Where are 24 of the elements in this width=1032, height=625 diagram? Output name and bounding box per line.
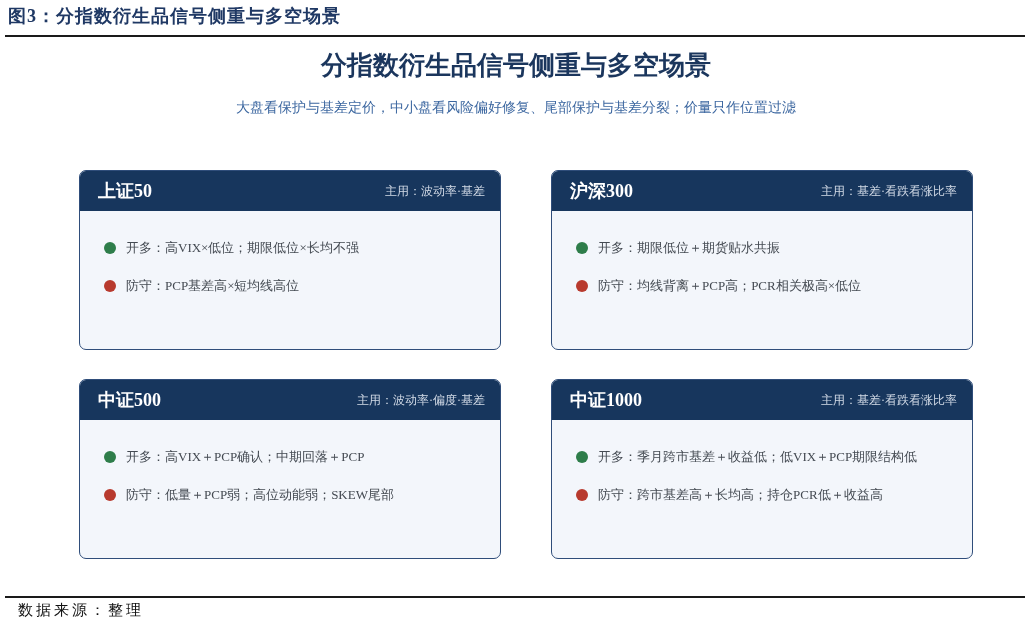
signal-text: 防守：低量＋PCP弱；高位动能弱；SKEW尾部 (126, 487, 394, 503)
card-title: 中证1000 (570, 391, 642, 409)
primary-indicators-text: 主用：波动率·偏度·基差 (357, 394, 485, 406)
signal-text: 防守：PCP基差高×短均线高位 (126, 278, 300, 294)
card-title: 上证50 (98, 182, 152, 200)
signal-text: 开多：高VIX＋PCP确认；中期回落＋PCP (126, 449, 365, 465)
primary-indicators-text: 主用：基差·看跌看涨比率 (821, 185, 957, 197)
diagram-title: 分指数衍生品信号侧重与多空场景 (319, 50, 712, 82)
primary-indicators-text: 主用：基差·看跌看涨比率 (821, 394, 957, 406)
subtitle-text: 大盘看保护与基差定价，中小盘看风险偏好修复、尾部保护与基差分裂；价量只作位置过滤 (235, 99, 797, 117)
source-note: 数据来源：整理 (18, 601, 144, 620)
index-card (551, 170, 973, 350)
signal-text: 开多：期限低位＋期货贴水共振 (598, 240, 780, 256)
signal-text: 开多：季月跨市基差＋收益低；低VIX＋PCP期限结构低 (598, 449, 918, 465)
signal-text: 防守：均线背离＋PCP高；PCR相关极高×低位 (598, 278, 862, 294)
index-card (79, 379, 501, 559)
signal-text: 开多：高VIX×低位；期限低位×长均不强 (126, 240, 359, 256)
index-card (551, 379, 973, 559)
primary-indicators-text: 主用：波动率·基差 (385, 185, 485, 197)
card-title: 中证500 (98, 391, 161, 409)
index-card (79, 170, 501, 350)
signal-text: 防守：跨市基差高＋长均高；持仓PCR低＋收益高 (598, 487, 883, 503)
card-title: 沪深300 (570, 182, 633, 200)
figure-caption: 图3：分指数衍生品信号侧重与多空场景 (8, 5, 341, 28)
